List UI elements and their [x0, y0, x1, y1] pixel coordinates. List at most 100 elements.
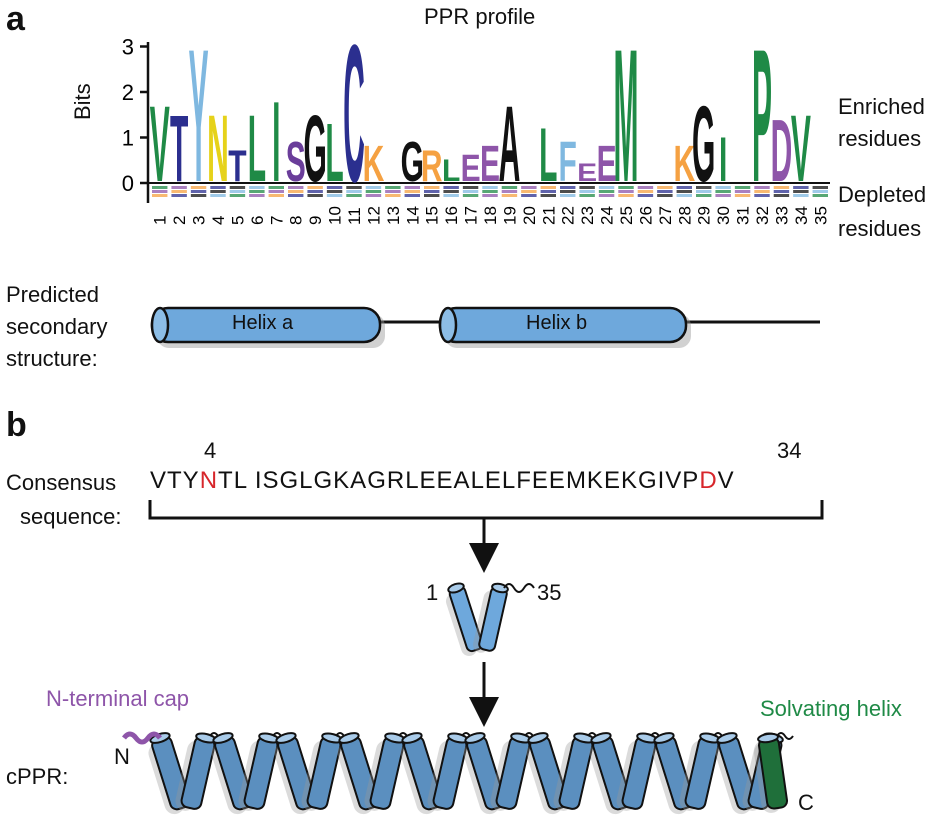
- depleted-residue-mark: [521, 190, 537, 193]
- position-label: 20: [520, 206, 539, 225]
- depleted-residue-mark: [171, 190, 187, 193]
- single-motif: [445, 582, 535, 657]
- depleted-residue-mark: [385, 194, 401, 197]
- logo-letter: A: [499, 84, 521, 204]
- depleted-residue-mark: [249, 194, 265, 197]
- depleted-residue-mark: [598, 190, 615, 193]
- depleted-residue-mark: [540, 186, 556, 189]
- depleted-residue-mark: [326, 194, 343, 197]
- logo-letter: L: [442, 152, 460, 188]
- depleted-residue-mark: [171, 194, 187, 197]
- depleted-residue-mark: [210, 194, 226, 197]
- y-tick-label: 1: [122, 126, 134, 151]
- depleted-residue-mark: [462, 190, 479, 193]
- position-label: 19: [500, 206, 519, 225]
- depleted-residue-mark: [249, 190, 265, 193]
- depleted-residue-mark: [501, 194, 518, 197]
- helix-a-label: Helix a: [232, 312, 294, 334]
- depleted-residue-mark: [210, 190, 226, 193]
- position-label: 5: [228, 216, 247, 225]
- logo-letter: F: [559, 130, 577, 194]
- depleted-residue-mark: [793, 194, 809, 197]
- depleted-residue-mark: [579, 186, 595, 189]
- depleted-residue-mark: [482, 194, 498, 197]
- depleted-residue-mark: [676, 186, 692, 189]
- repeat-helix-a: [589, 732, 632, 815]
- depleted-residue-mark: [812, 194, 828, 197]
- depleted-residue-mark: [385, 186, 401, 189]
- motif-diagram: [122, 500, 824, 815]
- repeat-helix-a: [337, 732, 380, 815]
- depleted-residue-mark: [268, 186, 284, 189]
- repeat-linker: [776, 732, 794, 740]
- marker-position-34: 34: [777, 438, 802, 463]
- logo-letter: T: [170, 95, 188, 202]
- position-label: 4: [209, 216, 228, 225]
- depleted-residue-mark: [812, 190, 828, 193]
- depleted-residue-mark: [404, 194, 420, 197]
- depleted-residue-mark: [171, 186, 187, 189]
- position-label: 28: [675, 206, 694, 225]
- motif-start-label: 1: [426, 580, 439, 605]
- depleted-residue-mark: [288, 194, 304, 197]
- logo-letter: E: [461, 148, 481, 190]
- position-label: 30: [714, 206, 733, 225]
- position-label: 26: [636, 206, 655, 225]
- logo-letter: L: [325, 108, 343, 200]
- repeat-helix-b: [490, 732, 532, 811]
- depleted-residue-mark: [365, 190, 382, 193]
- depleted-residue-mark: [229, 190, 246, 193]
- consensus-label-2: sequence:: [20, 504, 122, 529]
- logo-letter: Y: [189, 9, 209, 221]
- sequence-bracket: [148, 500, 824, 520]
- logo-letter: E: [480, 135, 500, 192]
- helix-a-cylinder: [150, 306, 385, 348]
- position-label: 17: [462, 206, 481, 225]
- position-label: 8: [287, 216, 306, 225]
- logo-letter: D: [771, 101, 793, 200]
- depleted-residue-mark: [734, 190, 751, 193]
- repeat-helix-a: [652, 732, 695, 815]
- depleted-residue-mark: [501, 186, 518, 189]
- depleted-residue-mark: [676, 190, 692, 193]
- depleted-residue-mark: [307, 190, 323, 193]
- depleted-residue-mark: [404, 190, 420, 193]
- panel-b-letter: b: [6, 406, 27, 444]
- repeat-helix-a: [274, 732, 317, 815]
- depleted-residue-mark: [365, 186, 382, 189]
- logo-letter: R: [421, 142, 443, 191]
- motif-end-label: 35: [537, 580, 562, 605]
- motif-helix-a: [445, 582, 484, 657]
- depleted-residue-mark: [249, 186, 265, 189]
- depleted-residue-mark: [346, 194, 362, 197]
- depleted-residue-mark: [773, 190, 790, 193]
- depleted-residue-mark: [210, 186, 226, 189]
- depleted-residue-mark: [637, 190, 654, 193]
- depleted-residue-mark: [754, 186, 770, 189]
- y-tick-label: 3: [122, 35, 134, 60]
- depleted-residue-mark: [657, 186, 673, 189]
- depleted-residue-mark: [637, 186, 654, 189]
- logo-letter: V: [150, 84, 170, 204]
- logo-letter: P: [752, 9, 772, 221]
- repeat-helix-a: [715, 732, 758, 815]
- depleted-residue-mark: [482, 190, 498, 193]
- depleted-residue-mark: [793, 186, 809, 189]
- depleted-residue-mark: [190, 194, 207, 197]
- position-label: 35: [811, 206, 830, 225]
- logo-letter: C: [343, 3, 365, 222]
- depleted-residue-mark: [773, 186, 790, 189]
- secondary-structure-label-1: Predicted: [6, 282, 99, 307]
- depleted-residue-mark: [152, 194, 168, 197]
- depleted-label-line1: Depleted: [838, 182, 927, 207]
- position-label: 22: [559, 206, 578, 225]
- depleted-residue-mark: [598, 186, 615, 189]
- repeat-helix-b: [427, 732, 469, 811]
- sequence-part-1: VTY: [150, 467, 200, 494]
- y-axis-label: Bits: [70, 83, 95, 120]
- solvating-helix-label: Solvating helix: [760, 696, 902, 721]
- depleted-residue-mark: [579, 190, 595, 193]
- logo-letter: G: [401, 130, 424, 194]
- logo-letter: T: [228, 142, 246, 191]
